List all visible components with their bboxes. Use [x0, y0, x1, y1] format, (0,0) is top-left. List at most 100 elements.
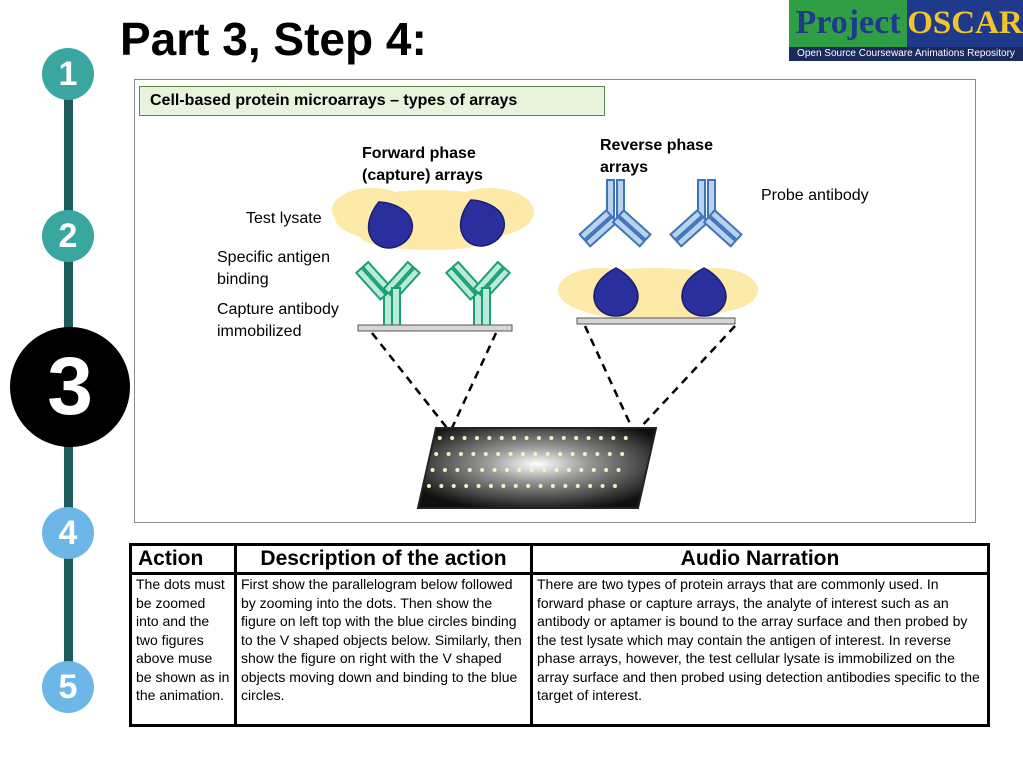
step-5-marker[interactable]: 5	[42, 661, 94, 713]
array-dot	[487, 436, 492, 440]
array-dot	[582, 452, 587, 456]
specific-antigen-line2: binding	[217, 271, 269, 288]
probe-antibody-label: Probe antibody	[761, 187, 869, 204]
logo-word-oscar: OSCAR	[907, 0, 1023, 47]
array-dot	[526, 484, 531, 488]
array-dot	[437, 436, 442, 440]
array-dot	[458, 452, 463, 456]
array-dot	[476, 484, 481, 488]
array-dot	[536, 436, 541, 440]
array-dot	[496, 452, 501, 456]
array-dot	[558, 452, 563, 456]
array-dot	[499, 436, 504, 440]
array-dot	[561, 436, 566, 440]
table-header-row: Action Description of the action Audio N…	[129, 543, 990, 575]
array-dot	[480, 468, 485, 472]
array-dot	[604, 468, 609, 472]
step-3-marker-current[interactable]: 3	[10, 327, 130, 447]
array-dot	[471, 452, 476, 456]
array-dot	[439, 484, 444, 488]
array-dot	[579, 468, 584, 472]
microarray-slide	[416, 427, 658, 509]
array-dot	[598, 436, 603, 440]
logo-tagline: Open Source Courseware Animations Reposi…	[789, 47, 1023, 61]
array-dot	[455, 468, 460, 472]
forward-array-surface	[357, 324, 513, 332]
page-title: Part 3, Step 4:	[120, 13, 427, 65]
array-dot	[611, 436, 616, 440]
forward-heading-line1: Forward phase	[362, 145, 476, 162]
array-dot	[591, 468, 596, 472]
array-dot	[563, 484, 568, 488]
array-dot	[508, 452, 513, 456]
reverse-heading-line2: arrays	[600, 159, 649, 176]
array-dot	[446, 452, 451, 456]
forward-heading-line2: (capture) arrays	[362, 167, 483, 184]
probe-antibody-1	[578, 179, 652, 248]
array-dot	[442, 468, 447, 472]
array-dot	[620, 452, 625, 456]
array-dot	[600, 484, 605, 488]
panel-title: Cell-based protein microarrays – types o…	[139, 86, 605, 116]
array-dot	[434, 452, 439, 456]
capture-antibody-label: Capture antibody immobilized	[217, 299, 339, 343]
array-dot	[430, 468, 435, 472]
array-dot	[488, 484, 493, 488]
capture-antibody-1	[355, 261, 421, 327]
array-dot	[574, 436, 579, 440]
array-dot	[545, 452, 550, 456]
array-dot	[520, 452, 525, 456]
array-dot	[616, 468, 621, 472]
logo-word-project: Project	[789, 0, 907, 47]
array-dot	[517, 468, 522, 472]
specific-antigen-line1: Specific antigen	[217, 249, 330, 266]
array-dot	[483, 452, 488, 456]
step-4-marker[interactable]: 4	[42, 507, 94, 559]
array-dot	[542, 468, 547, 472]
narration-table: Action Description of the action Audio N…	[129, 543, 990, 727]
capture-antibody-line1: Capture antibody	[217, 301, 339, 318]
forward-phase-heading: Forward phase (capture) arrays	[362, 143, 483, 187]
array-dot	[588, 484, 593, 488]
array-dot	[512, 436, 517, 440]
array-dot	[464, 484, 469, 488]
array-dot	[570, 452, 575, 456]
array-dot	[451, 484, 456, 488]
test-lysate-label: Test lysate	[246, 210, 322, 227]
array-dot	[538, 484, 543, 488]
array-dot	[554, 468, 559, 472]
array-dot	[575, 484, 580, 488]
microarray-dots	[426, 436, 628, 488]
array-dot	[595, 452, 600, 456]
step-1-marker[interactable]: 1	[42, 48, 94, 100]
array-dot	[524, 436, 529, 440]
array-dot	[450, 436, 455, 440]
array-dot	[467, 468, 472, 472]
array-dot	[492, 468, 497, 472]
project-oscar-logo: Project OSCAR Open Source Courseware Ani…	[789, 0, 1023, 61]
array-dot	[607, 452, 612, 456]
array-dot	[533, 452, 538, 456]
reverse-lysate-cloud	[558, 268, 758, 320]
description-cell: First show the parallelogram below follo…	[234, 572, 533, 727]
array-dot	[549, 436, 554, 440]
array-dot	[462, 436, 467, 440]
capture-antibody-line2: immobilized	[217, 323, 302, 340]
array-dot	[426, 484, 431, 488]
specific-antigen-label: Specific antigen binding	[217, 247, 330, 291]
array-dot	[586, 436, 591, 440]
array-dot	[612, 484, 617, 488]
reverse-heading-line1: Reverse phase	[600, 137, 713, 154]
action-cell: The dots must be zoomed into and the two…	[129, 572, 237, 727]
step-2-marker[interactable]: 2	[42, 210, 94, 262]
reverse-array-surface	[576, 317, 736, 325]
array-dot	[529, 468, 534, 472]
array-dot	[474, 436, 479, 440]
narration-cell: There are two types of protein arrays th…	[530, 572, 990, 727]
probe-antibody-2	[669, 179, 743, 248]
header-description: Description of the action	[234, 543, 533, 575]
capture-antibody-2	[445, 261, 511, 327]
array-dot	[550, 484, 555, 488]
array-dot	[513, 484, 518, 488]
